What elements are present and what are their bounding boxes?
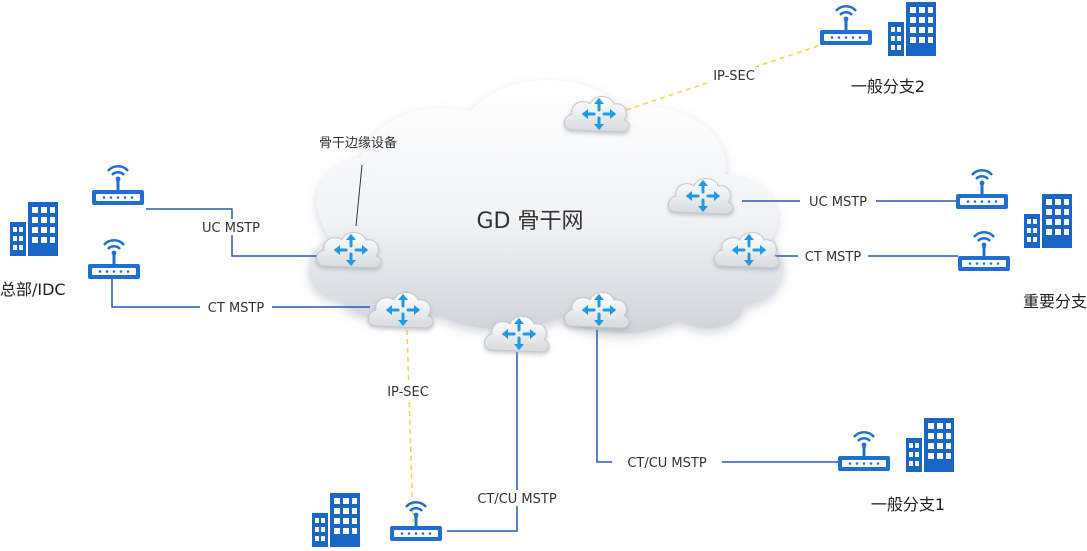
site-hq-label: 总部/IDC — [0, 280, 66, 299]
important-uc-label: UC MSTP — [809, 195, 867, 210]
hq-ct-link — [111, 278, 370, 308]
hq-uc-label: UC MSTP — [202, 221, 260, 236]
modem-icon — [956, 231, 1012, 273]
bottom-ctcu-link — [447, 352, 518, 532]
modem-icon — [954, 169, 1010, 211]
branch1-ctcu-label: CT/CU MSTP — [627, 456, 707, 471]
modem-icon — [90, 165, 146, 207]
backbone-cloud — [308, 80, 784, 334]
site-branch-general-1-label: 一般分支1 — [871, 495, 945, 514]
modem-icon — [818, 5, 874, 47]
branch1-ctcu-link — [596, 330, 840, 463]
site-branch-general-2-label: 一般分支2 — [851, 77, 925, 96]
hq-ct-label: CT MSTP — [208, 301, 265, 316]
cloud-title: GD 骨干网 — [477, 209, 584, 234]
building-icon — [888, 2, 936, 56]
bottom-ipsec-label: IP-SEC — [387, 385, 429, 400]
modem-icon — [388, 501, 444, 543]
edge-device-pointer — [355, 164, 363, 227]
edge-device-label: 骨干边缘设备 — [319, 135, 397, 151]
site-branch-important-label: 重要分支 — [1023, 292, 1087, 311]
modem-icon — [836, 431, 892, 473]
building-icon — [1024, 194, 1072, 248]
building-icon — [312, 493, 360, 547]
branch2-ipsec-label: IP-SEC — [713, 69, 755, 84]
bottom-ipsec-link — [406, 329, 414, 523]
building-icon — [10, 202, 58, 256]
modem-icon — [86, 239, 142, 281]
link-labels: UC MSTP CT MSTP IP-SEC CT/CU MSTP CT/CU … — [195, 67, 876, 507]
building-icon — [906, 418, 954, 472]
important-ct-label: CT MSTP — [805, 250, 862, 265]
bottom-ctcu-label: CT/CU MSTP — [477, 492, 557, 507]
